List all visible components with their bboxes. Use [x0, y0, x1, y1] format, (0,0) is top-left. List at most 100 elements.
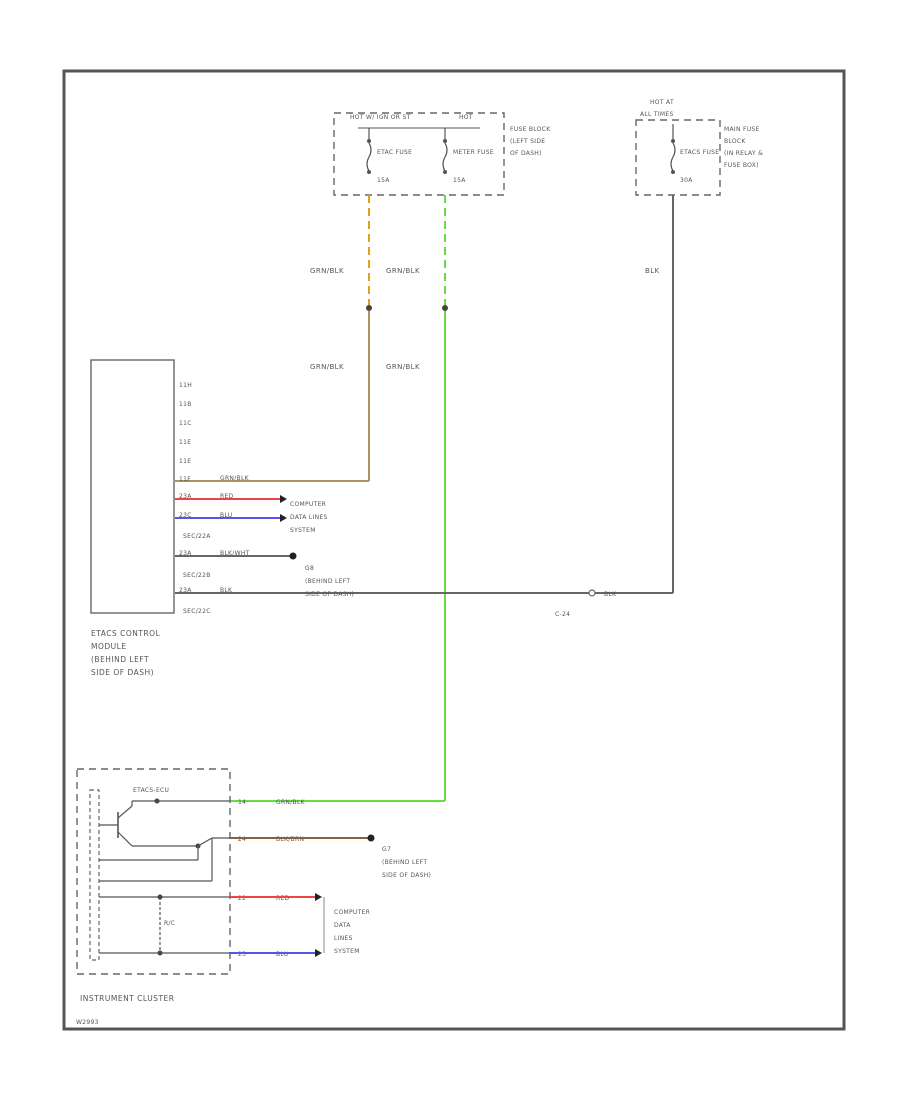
etacs-row1-color: GRN/BLK — [220, 475, 250, 482]
etacs-fuse-symbol — [670, 142, 676, 172]
etacs-row3-pin: 23C — [179, 512, 192, 519]
etacs-row2-pin: 23A — [179, 493, 192, 500]
transistor-collector — [117, 805, 133, 819]
cluster-row4-color: BLU — [276, 951, 288, 958]
fuse-block-left-location-2: (LEFT SIDE — [510, 138, 545, 145]
computer-data-lines-lower-3: LINES — [334, 935, 353, 942]
etacs-pin-unused-3: 11C — [179, 420, 192, 427]
meter-fuse-name: METER FUSE — [453, 149, 494, 156]
etacs-fuse-terminal-top — [671, 139, 675, 143]
cluster-row4-pin: 23 — [238, 951, 246, 958]
ground-g8-label-2: (BEHIND LEFT — [305, 578, 350, 585]
computer-data-lines-lower-1: COMPUTER — [334, 909, 370, 916]
fuse-block-right-outline — [635, 119, 721, 196]
wire-label-blk-right: BLK — [604, 591, 617, 598]
cluster-node-red — [157, 894, 163, 900]
wire-label-grn-blk-upper-2: GRN/BLK — [386, 267, 420, 275]
etacs-fuse-terminal-bottom — [671, 170, 675, 174]
ground-g8-dot — [289, 552, 297, 560]
etacs-module-name-4: SIDE OF DASH) — [91, 668, 154, 677]
connector-c24 — [588, 589, 596, 597]
etac-fuse-terminal-bottom — [367, 170, 371, 174]
fuse-block-left-outline — [333, 112, 505, 196]
etacs-row1-pin: 11F — [179, 476, 191, 483]
etacs-module: 11H 11B 11C 11E 11E 11F GRN/BLK 23A RED … — [90, 359, 297, 677]
cluster-internal-ground — [197, 837, 213, 847]
fuse-block-right-header-2: ALL TIMES — [640, 111, 674, 118]
fuse-block-right-location-1: MAIN FUSE — [724, 126, 760, 133]
etacs-pin-unused-1: 11H — [179, 382, 192, 389]
fuse-block-right: HOT AT ALL TIMES ETACS FUSE 30A MAIN FUS… — [635, 99, 763, 196]
cluster-row1-pin: 14 — [238, 799, 246, 806]
fuse-block-right-location-2: BLOCK — [724, 138, 746, 145]
fuse-block-left-location-3: OF DASH) — [510, 150, 542, 157]
etac-fuse-terminal-top — [367, 139, 371, 143]
cluster-node-blu — [157, 950, 163, 956]
instrument-cluster-outline — [76, 768, 231, 975]
etacs-row5-color: BLK — [220, 587, 233, 594]
arrow-etacs-red — [280, 495, 287, 503]
etac-fuse-name: ETAC FUSE — [377, 149, 412, 156]
etacs-module-name-2: MODULE — [91, 642, 127, 651]
etacs-fuse-name: ETACS FUSE — [680, 149, 719, 156]
cluster-row2-color: BLK/BRN — [276, 836, 304, 843]
ground-g8-label-1: G8 — [305, 565, 314, 572]
transistor-emitter — [117, 831, 133, 847]
fuse-block-left: HOT W/ IGN OR ST HOT ETAC FUSE 15A METER… — [333, 112, 551, 196]
computer-data-lines-upper-1: COMPUTER — [290, 501, 326, 508]
etacs-connector-label-a: SEC/22A — [183, 533, 211, 540]
etacs-row3-color: BLU — [220, 512, 232, 519]
instrument-cluster: ETACS-ECU R/C 14 GRN/BLK 24 BLK/BRN 22 R… — [76, 768, 306, 1003]
wire-label-grn-blk-lower-2: GRN/BLK — [386, 363, 420, 371]
diagram-frame — [62, 69, 846, 1031]
cluster-driver-label: ETACS-ECU — [133, 787, 169, 794]
cluster-node-pin14 — [154, 798, 160, 804]
arrow-cluster-blu — [315, 949, 322, 957]
ground-g7-label-2: (BEHIND LEFT — [382, 859, 427, 866]
etacs-module-name-1: ETACS CONTROL — [91, 629, 161, 638]
cluster-row1-color: GRN/BLK — [276, 799, 306, 806]
ground-g7-label-3: SIDE OF DASH) — [382, 872, 431, 879]
computer-data-lines-lower-2: DATA — [334, 922, 351, 929]
instrument-cluster-name: INSTRUMENT CLUSTER — [80, 994, 174, 1003]
etacs-pin-unused-2: 11B — [179, 401, 192, 408]
arrow-cluster-red — [315, 893, 322, 901]
etacs-connector-label-b: SEC/22B — [183, 572, 211, 579]
splice-etac-upper — [366, 305, 372, 311]
etacs-row5-pin: 23A — [179, 587, 192, 594]
meter-fuse-terminal-top — [443, 139, 447, 143]
meter-fuse-rating: 15A — [453, 177, 466, 184]
computer-data-lines-upper-2: DATA LINES — [290, 514, 328, 521]
fuse-block-left-header-hot: HOT — [459, 114, 473, 121]
splice-meter-upper — [442, 305, 448, 311]
etacs-pin-unused-4: 11E — [179, 439, 191, 446]
ground-g8-label-3: SIDE OF DASH) — [305, 591, 354, 598]
wire-label-blk-upper: BLK — [645, 267, 660, 275]
cluster-row3-color: RED — [276, 895, 290, 902]
etacs-row2-color: RED — [220, 493, 234, 500]
footer-code: W2993 — [76, 1019, 99, 1026]
ground-g7-dot — [367, 834, 375, 842]
etacs-fuse-rating: 30A — [680, 177, 693, 184]
fuse-block-right-location-3: (IN RELAY & — [724, 150, 763, 157]
etac-fuse-rating: 15A — [377, 177, 390, 184]
etacs-row4-pin: 23A — [179, 550, 192, 557]
fuse-block-right-location-4: FUSE BOX) — [724, 162, 759, 169]
computer-data-lines-lower-4: SYSTEM — [334, 948, 360, 955]
wire-label-grn-blk-upper: GRN/BLK — [310, 267, 344, 275]
etacs-module-name-3: (BEHIND LEFT — [91, 655, 149, 664]
meter-fuse-symbol — [442, 142, 448, 172]
cluster-resistor-label: R/C — [164, 920, 175, 927]
etacs-connector-label-c: SEC/22C — [183, 608, 211, 615]
computer-data-lines-upper-3: SYSTEM — [290, 527, 316, 534]
wire-label-grn-blk-lower: GRN/BLK — [310, 363, 344, 371]
ground-c24-label: C-24 — [555, 611, 570, 618]
etacs-pin-unused-5: 11E — [179, 458, 191, 465]
meter-fuse-terminal-bottom — [443, 170, 447, 174]
instrument-cluster-connector-strip — [89, 789, 100, 961]
fuse-block-right-header-1: HOT AT — [650, 99, 674, 106]
fuse-block-left-location-1: FUSE BLOCK — [510, 126, 551, 133]
cluster-row3-pin: 22 — [238, 895, 246, 902]
etacs-module-box — [90, 359, 175, 614]
cluster-row2-pin: 24 — [238, 836, 246, 843]
